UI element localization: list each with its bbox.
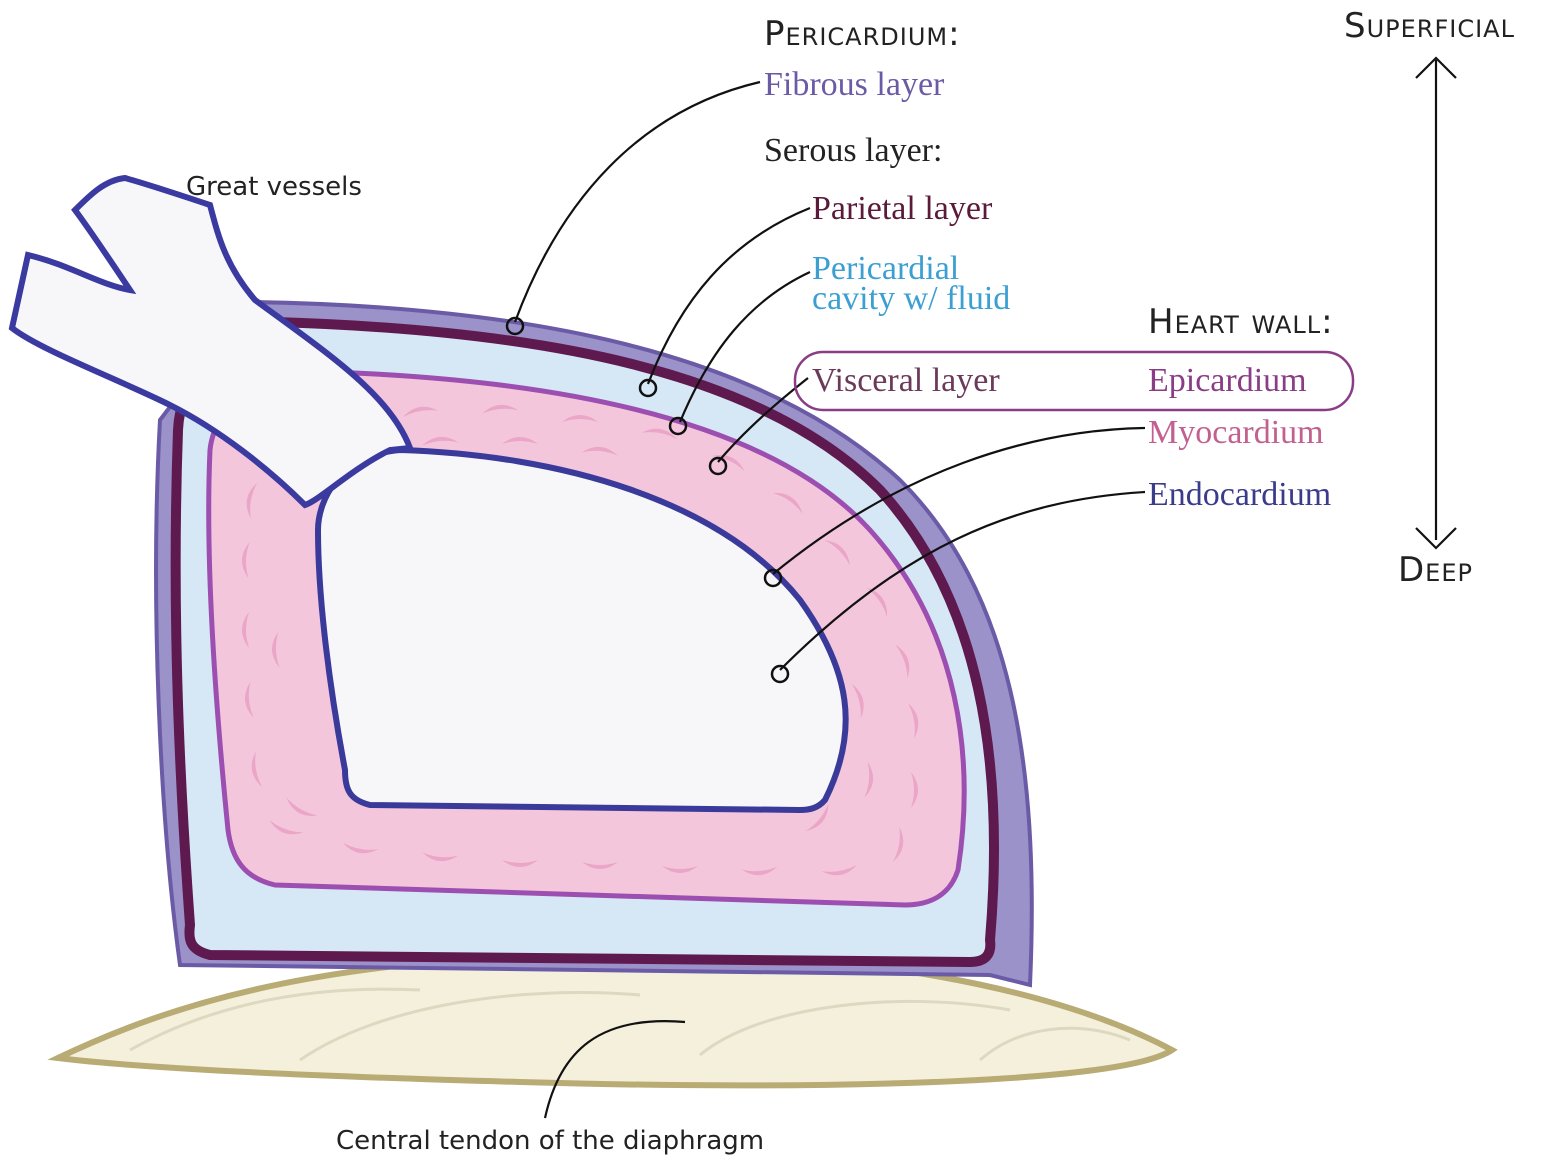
pericardial-cavity-label: Pericardial cavity w/ fluid [812, 254, 1042, 314]
endocardium-label: Endocardium [1148, 476, 1331, 514]
epicardium-label: Epicardium [1148, 362, 1307, 400]
great-vessels-label: Great vessels [186, 172, 362, 202]
fibrous-layer-label: Fibrous layer [764, 66, 944, 104]
depth-arrow [1416, 58, 1456, 548]
leader-fibrous [515, 82, 760, 322]
serous-layer-label: Serous layer: [764, 132, 942, 170]
myocardium-label: Myocardium [1148, 414, 1324, 452]
parietal-layer-label: Parietal layer [812, 190, 992, 228]
heart-wall-heading: Heart wall: [1148, 302, 1334, 342]
central-tendon-label: Central tendon of the diaphragm [336, 1126, 764, 1156]
visceral-layer-label: Visceral layer [812, 362, 1000, 400]
deep-label: Deep [1398, 550, 1473, 590]
superficial-label: Superficial [1344, 6, 1515, 46]
pericardium-heading: Pericardium: [764, 14, 961, 54]
